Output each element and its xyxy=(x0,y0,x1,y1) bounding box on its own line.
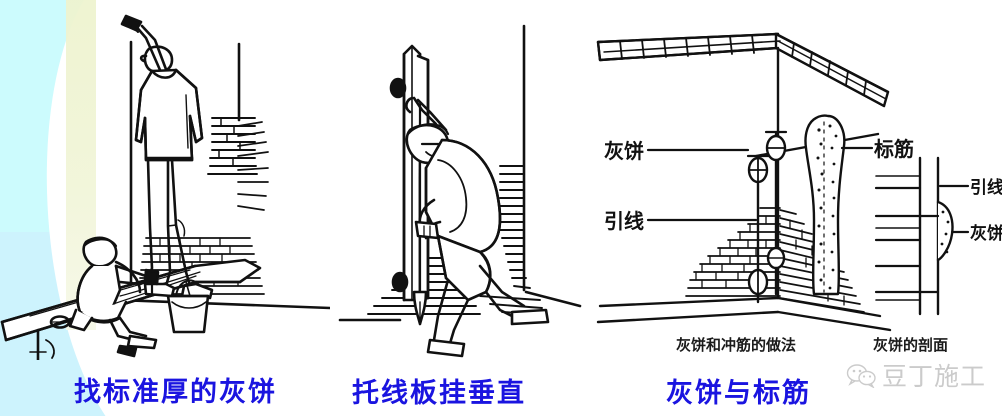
caption-panel-3: 灰饼与标筋 xyxy=(666,378,811,409)
label-guide-line-right: 引线 xyxy=(970,177,1002,198)
caption-panel-1: 找标准厚的灰饼 xyxy=(74,377,277,408)
panel-plumb-board xyxy=(330,0,590,360)
panel-plaster-cake-screed-diagram: 灰饼 引线 标筋 引线 灰饼 xyxy=(590,30,1002,360)
label-guide-line-left: 引线 xyxy=(604,209,644,233)
label-plaster-cake-left: 灰饼 xyxy=(604,139,644,163)
watermark-text: 豆丁施工 xyxy=(882,362,987,391)
watermark: 豆丁施工 xyxy=(846,357,986,393)
wechat-icon xyxy=(846,364,876,388)
subcaption-plaster-cake-method: 灰饼和冲筋的做法 xyxy=(676,336,797,354)
subcaption-plaster-cake-section: 灰饼的剖面 xyxy=(873,336,949,354)
label-plaster-cake-right: 灰饼 xyxy=(970,223,1002,244)
caption-panel-2: 托线板挂垂直 xyxy=(352,378,526,409)
label-screed-strip: 标筋 xyxy=(874,137,914,161)
panel-find-standard-thickness xyxy=(0,0,330,360)
